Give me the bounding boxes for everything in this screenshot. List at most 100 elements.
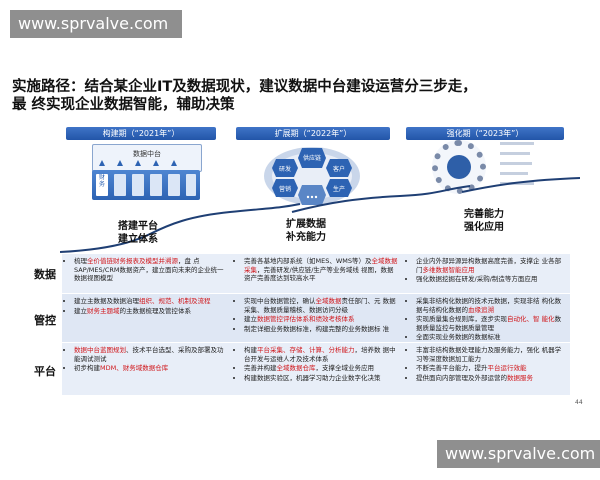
bullet-list: 建立主数据及数据治理组织、规范、机制及流程建立财务主题域的主数据梳理及管控体系 (66, 297, 226, 315)
bullet-text: ，培养数 据中台开发与运维人才及技术体系 (244, 346, 396, 363)
bullet-text: 建立 (74, 306, 87, 315)
highlighted-text: MDM、财务域数据仓库 (100, 364, 169, 373)
highlighted-text: 全价值链财务报表及模型并溯源 (87, 257, 178, 265)
bullet-item: 强化数据挖掘在研发/采购/制造等方面应用 (416, 275, 566, 284)
watermark-bottom: www.sprvalve.com (437, 440, 600, 468)
bullet-text: 的主数据梳理及管控体系 (119, 306, 192, 315)
bullet-text: 、技术平台选型、采购及部署及功能调试测试 (74, 346, 224, 363)
ellipsis-dot (314, 195, 318, 199)
bullet-item: 不断完善平台能力，提升平台运行效能 (416, 364, 566, 373)
cell-platform-expand: 构建平台采集、存储、计算、分析能力，培养数 据中台开发与运维人才及技术体系完善并… (232, 343, 402, 395)
bullet-item: 丰富非结构数据处理能力及服务能力，强化 机器学习等深度数据加工能力 (416, 346, 566, 363)
bullet-list: 构建平台采集、存储、计算、分析能力，培养数 据中台开发与运维人才及技术体系完善并… (236, 346, 398, 382)
bullet-item: 梳理全价值链财务报表及模型并溯源，盘 点SAP/MES/CRM数据资产，建立面向… (74, 257, 226, 283)
growth-curve-segment-1 (60, 203, 301, 253)
growth-curve-segment-2 (291, 185, 471, 213)
bullet-text: 构建 (244, 346, 257, 354)
row-label-control: 管控 (34, 314, 56, 327)
bullet-text: 实现中台数据管控，确认 (244, 297, 316, 305)
stage-strengthen-line-2: 强化应用 (464, 222, 504, 233)
bullet-item: 采集非结构化数据的技术元数据，实现非结 构化数据与结构化数据的血缘追溯 (416, 297, 566, 314)
gear-annotation-line (500, 172, 528, 175)
stage-label-expand: 扩展数据 补充能力 (276, 218, 336, 244)
row-band-data (62, 254, 570, 293)
bullet-text: 强化数据挖掘在研发/采购/制造等方面应用 (416, 275, 538, 284)
highlighted-text: 全域数据采集 (244, 257, 398, 274)
watermark-top: www.sprvalve.com (10, 10, 182, 38)
up-arrow-icon (117, 160, 123, 166)
stage-expand-line-2: 补充能力 (286, 232, 326, 243)
domain-label-production: 生产 (333, 185, 345, 193)
domain-label-customer: 客户 (333, 165, 345, 173)
highlighted-text: 数据中台蓝图规划 (74, 346, 126, 354)
domain-block (150, 174, 162, 196)
bullet-item: 提供面向内部管理及外部运营的数据服务 (416, 374, 566, 383)
bullet-item: 建立财务主题域的主数据梳理及管控体系 (74, 307, 226, 316)
bullet-item: 数据中台蓝图规划、技术平台选型、采购及部署及功能调试测试 (74, 346, 226, 363)
highlighted-text: 血缘追溯 (468, 305, 494, 314)
phase-header-strengthen: 强化期（“2023年”） (406, 127, 564, 140)
bullet-text: 建立 (244, 315, 257, 324)
data-platform-box: 数据中台 (92, 144, 202, 172)
bullet-item: 制定详细业务数据标准，构建完整的业务数据标 准 (244, 325, 398, 334)
domain-label-rnd: 研发 (279, 165, 291, 173)
data-platform-bar (92, 170, 200, 200)
highlighted-text: 自动化、智 能化 (507, 315, 555, 324)
bullet-text: 提供面向内部管理及外部运营的 (416, 373, 507, 382)
bullet-item: 初步构建MDM、财务域数据仓库 (74, 364, 226, 373)
stage-label-build: 搭建平台 建立体系 (108, 220, 168, 246)
stage-build-line-2: 建立体系 (118, 234, 158, 245)
title-line-2: 最 终实现企业数据智能，辅助决策 (12, 97, 235, 113)
highlighted-text: 数据管控评估体系和绩效考核体系 (257, 315, 355, 324)
bullet-text: 制定详细业务数据标准，构建完整的业务数据标 准 (244, 324, 390, 333)
highlighted-text: 多维数据智能应用 (422, 265, 475, 274)
gear-annotation-line (500, 152, 530, 155)
bullet-list: 数据中台蓝图规划、技术平台选型、采购及部署及功能调试测试初步构建MDM、财务域数… (66, 346, 226, 373)
finance-domain-block: 财 务 (96, 174, 108, 196)
finance-label-2: 务 (98, 181, 105, 188)
bullet-text: 实现质量集合规则库，逐步实现 (416, 315, 507, 324)
highlighted-text: 组织、规范、机制及流程 (139, 297, 211, 305)
bullet-text: 完善并构建 (244, 364, 277, 373)
domain-block (132, 174, 144, 196)
highlighted-text: 全域数据 (315, 297, 342, 305)
bullet-text: 全面实现业务数据的数据标准 (416, 333, 501, 342)
growth-curve (60, 177, 580, 253)
bullet-item: 构建平台采集、存储、计算、分析能力，培养数 据中台开发与运维人才及技术体系 (244, 346, 398, 363)
up-arrow-icon (171, 160, 177, 166)
cell-data-expand: 完善各基地内部系统（如MES、WMS等）及全域数据采集，完善研发/供应链/生产等… (232, 254, 402, 293)
bullet-text: 不断完善平台能力，提升 (416, 364, 488, 373)
bullet-text: 建立主数据及数据治理 (74, 297, 139, 305)
domain-block (114, 174, 126, 196)
data-platform-label: 数据中台 (133, 150, 161, 158)
highlighted-text: 全域数据仓库 (276, 364, 316, 373)
growth-curve-segment-3 (461, 177, 580, 193)
row-band-control (62, 294, 570, 342)
bullet-item: 构建数据实验区，机器学习助力企业数字化决策 (244, 374, 398, 383)
bullet-item: 完善各基地内部系统（如MES、WMS等）及全域数据采集，完善研发/供应链/生产等… (244, 257, 398, 283)
bullet-text: ，支撑全域业务应用 (315, 364, 375, 373)
highlighted-text: 平台运行效能 (487, 364, 527, 373)
domain-block (186, 174, 196, 196)
up-arrow-icon (99, 160, 105, 166)
cell-platform-strengthen: 丰富非结构数据处理能力及服务能力，强化 机器学习等深度数据加工能力不断完善平台能… (404, 343, 570, 395)
cell-control-build: 建立主数据及数据治理组织、规范、机制及流程建立财务主题域的主数据梳理及管控体系 (62, 294, 230, 342)
domain-hex-customer (326, 159, 352, 177)
bullet-list: 梳理全价值链财务报表及模型并溯源，盘 点SAP/MES/CRM数据资产，建立面向… (66, 257, 226, 283)
bullet-text: 数据质量监控与数据质量管理 (416, 315, 562, 332)
phase-header-expand: 扩展期（“2022年”） (236, 127, 390, 140)
domain-label-supply: 供应链 (303, 154, 321, 162)
bullet-item: 建立主数据及数据治理组织、规范、机制及流程 (74, 297, 226, 306)
ellipsis-dot (310, 195, 314, 199)
bullet-item: 完善并构建全域数据仓库，支撑全域业务应用 (244, 364, 398, 373)
gear-annotation-line (500, 162, 532, 165)
domain-hex-more (298, 185, 326, 205)
title-line-1: 实施路径：结合某企业IT及数据现状，建议数据中台建设运营分三步走， (12, 79, 477, 95)
domain-hex-supply (298, 148, 326, 168)
bullet-item: 全面实现业务数据的数据标准 (416, 333, 566, 342)
up-arrow-icon (135, 160, 141, 166)
bullet-item: 实现中台数据管控，确认全域数据责任部门、元 数据采集、数据质量稽核、数据访问分级 (244, 297, 398, 314)
cell-platform-build: 数据中台蓝图规划、技术平台选型、采购及部署及功能调试测试初步构建MDM、财务域数… (62, 343, 230, 395)
highlighted-text: 数据服务 (507, 373, 533, 382)
finance-label-1: 财 (98, 174, 105, 181)
